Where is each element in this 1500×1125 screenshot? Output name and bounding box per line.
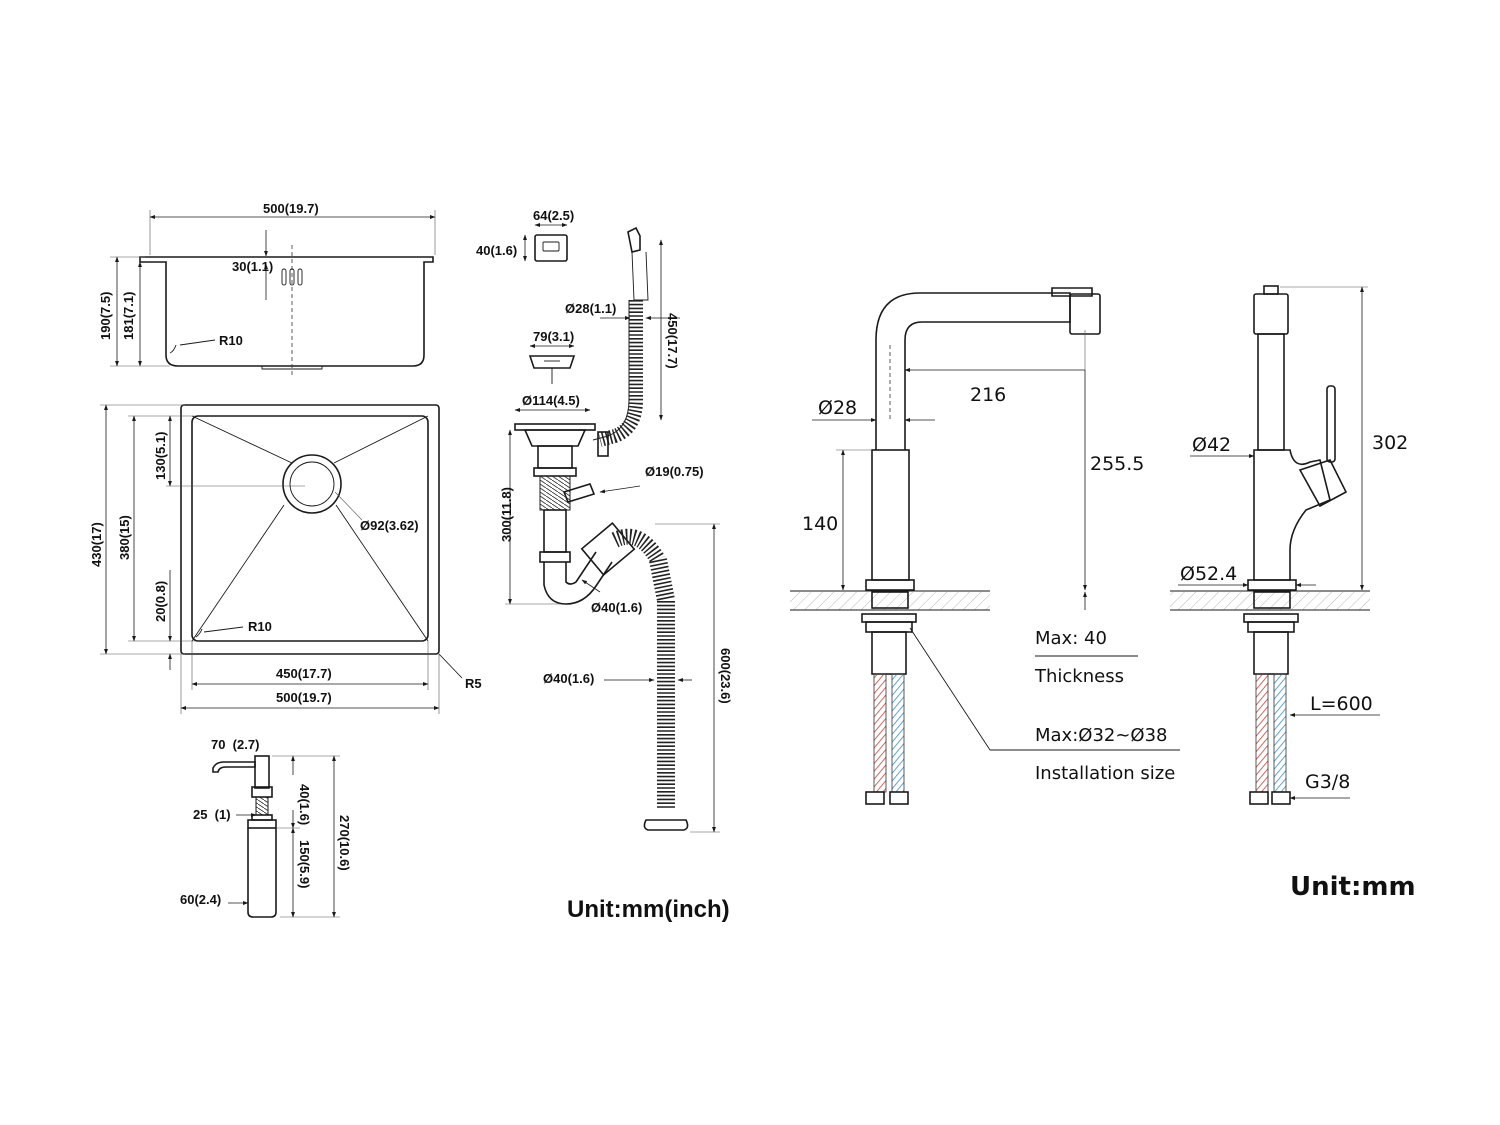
sink-inner-height-label: 181(7.1) xyxy=(121,292,136,340)
drain-kit-drawing xyxy=(505,223,720,833)
faucet-spout-height-label: 255.5 xyxy=(1090,453,1144,475)
trap-outlet-label: Ø40(1.6) xyxy=(591,600,642,615)
plan-inner-radius-label: R10 xyxy=(248,619,272,634)
faucet-front-view xyxy=(790,287,1180,805)
unit-right-label: Unit:mm xyxy=(1290,872,1416,902)
plan-outer-radius-label: R5 xyxy=(465,676,482,691)
plan-bottom-offset-label: 20(0.8) xyxy=(153,581,168,622)
soap-dispenser-drawing xyxy=(212,755,340,918)
overflow-height-label: 40(1.6) xyxy=(476,243,517,258)
soap-bottle-height-label: 150(5.9) xyxy=(297,840,312,888)
plan-inner-width-label: 450(17.7) xyxy=(276,666,332,681)
side-inlet-label: Ø19(0.75) xyxy=(645,464,704,479)
overflow-hose-diameter-label: Ø28(1.1) xyxy=(565,301,616,316)
strainer-label: 79(3.1) xyxy=(533,329,574,344)
faucet-thread-label: G3/8 xyxy=(1305,771,1350,793)
unit-left-label: Unit:mm(inch) xyxy=(567,896,730,923)
trap-height-label: 300(11.8) xyxy=(499,487,514,542)
plan-drain-diameter-label: Ø92(3.62) xyxy=(360,518,419,533)
soap-spout-label: 70 (2.7) xyxy=(211,737,259,752)
thickness-value-label: Max: 40 xyxy=(1035,628,1107,649)
basket-diameter-label: Ø114(4.5) xyxy=(522,393,580,408)
soap-head-height-label: 40(1.6) xyxy=(297,784,312,825)
faucet-base-diameter-label: Ø52.4 xyxy=(1180,563,1237,585)
faucet-reach-label: 216 xyxy=(970,384,1006,406)
faucet-body-diameter-label: Ø42 xyxy=(1192,434,1231,456)
faucet-spout-diameter-label: Ø28 xyxy=(818,397,857,419)
plan-outer-depth-label: 430(17) xyxy=(89,522,104,567)
overflow-hose-length-label: 450(17.7) xyxy=(665,313,680,369)
soap-total-height-label: 270(10.6) xyxy=(337,815,352,871)
faucet-side-view xyxy=(1170,285,1380,805)
plan-drain-offset-label: 130(5.1) xyxy=(153,432,168,480)
drain-hose-diameter-label: Ø40(1.6) xyxy=(543,671,594,686)
faucet-total-height-label: 302 xyxy=(1372,432,1408,454)
soap-neck-label: 25 (1) xyxy=(193,807,231,822)
sink-width-label: 500(19.7) xyxy=(263,201,319,216)
hole-value-label: Max:Ø32~Ø38 xyxy=(1035,725,1168,746)
plan-inner-depth-label: 380(15) xyxy=(117,515,132,560)
soap-bottle-diameter-label: 60(2.4) xyxy=(180,892,221,907)
sink-plan-view xyxy=(100,404,463,714)
sink-corner-radius-label: R10 xyxy=(219,333,243,348)
sink-depth-label: 30(1.1) xyxy=(232,259,273,274)
drain-hose-length-label: 600(23.6) xyxy=(718,648,733,704)
sink-height-label: 190(7.5) xyxy=(98,292,113,340)
sink-section-view xyxy=(110,210,436,375)
thickness-caption-label: Thickness xyxy=(1034,666,1124,687)
plan-outer-width-label: 500(19.7) xyxy=(276,690,332,705)
faucet-hose-length-label: L=600 xyxy=(1310,693,1373,715)
overflow-width-label: 64(2.5) xyxy=(533,208,574,223)
faucet-body-height-label: 140 xyxy=(802,513,838,535)
hole-caption-label: Installation size xyxy=(1035,763,1175,784)
